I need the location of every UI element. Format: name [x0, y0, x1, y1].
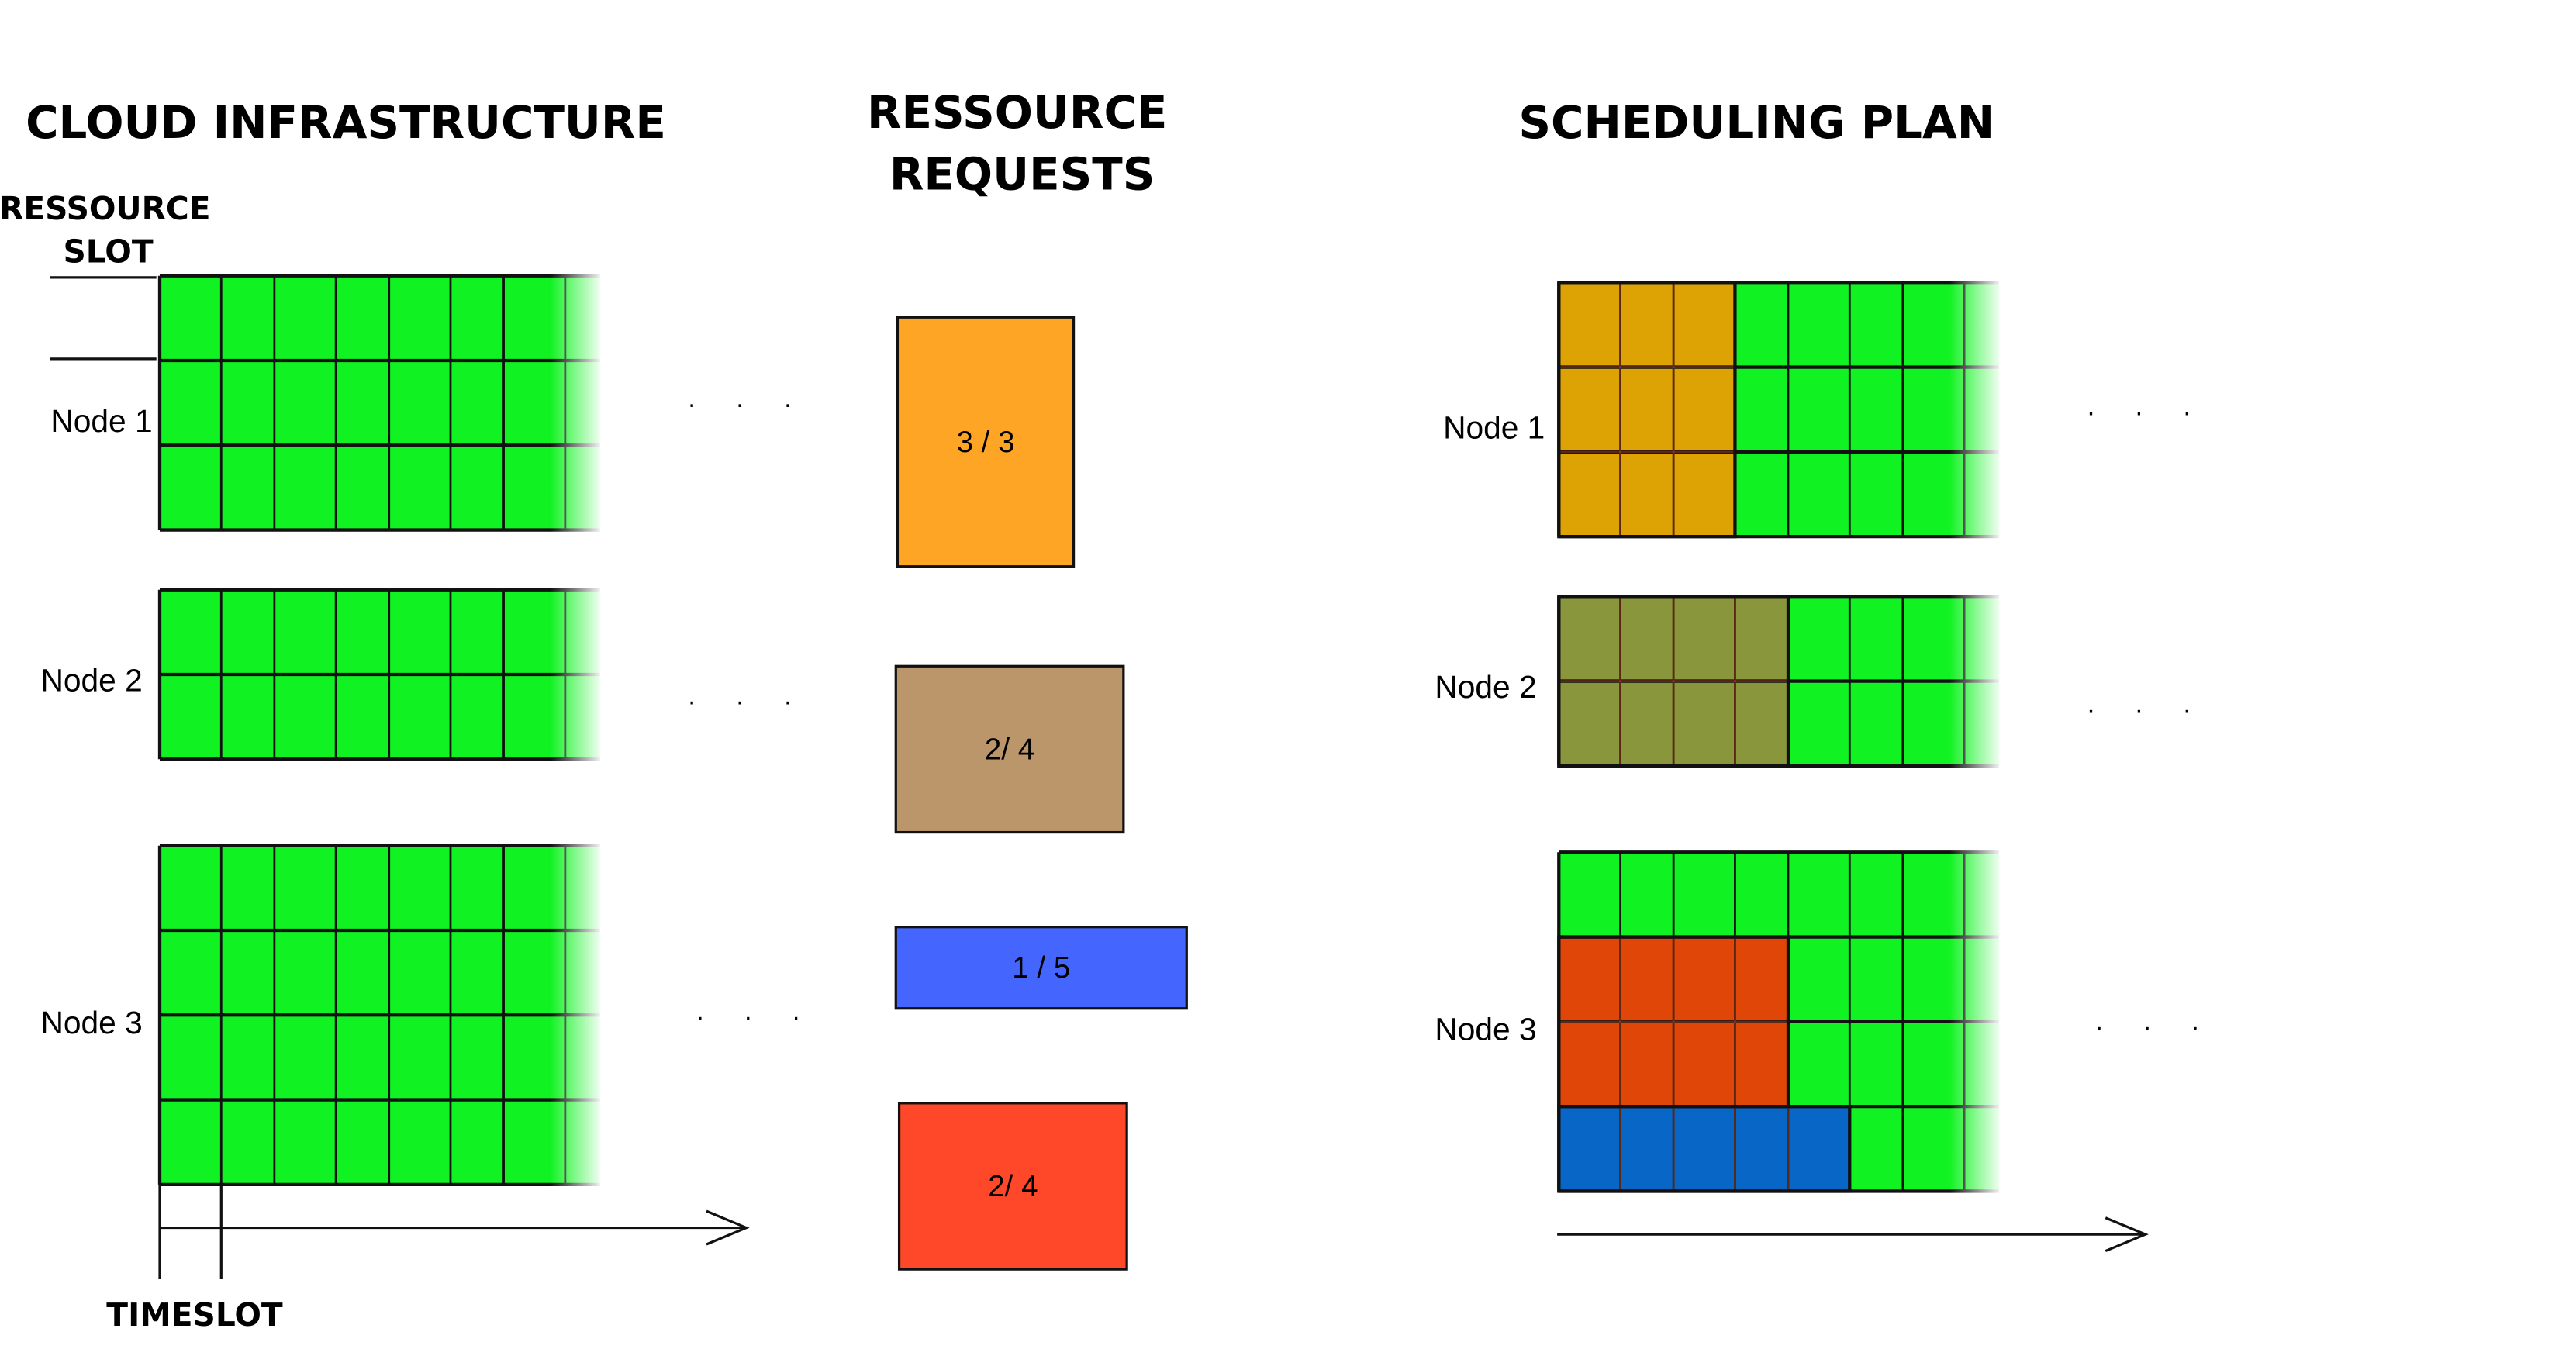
- sched-node-3-ellipsis: . . .: [2095, 1007, 2215, 1037]
- request-3-label: 1 / 5: [1012, 951, 1070, 985]
- scheduling-plan-title: SCHEDULING PLAN: [1518, 96, 1994, 149]
- sched-node-1-grid: [1557, 279, 2003, 540]
- request-3: 1 / 5: [894, 926, 1188, 1010]
- request-4-label: 2/ 4: [988, 1170, 1038, 1203]
- sched-node-1-grid-allocation-1: [1559, 282, 1735, 537]
- sched-node-3-label: Node 3: [1435, 1011, 1536, 1047]
- cloud-infrastructure-title: CLOUD INFRASTRUCTURE: [26, 96, 666, 149]
- request-2-label: 2/ 4: [985, 733, 1034, 766]
- infra-node-2-ellipsis: . . .: [688, 681, 808, 711]
- timeslot-label: TIMESLOT: [106, 1296, 283, 1333]
- infra-node-2-label: Node 2: [41, 662, 143, 698]
- infrastructure-grids: [157, 272, 604, 1189]
- infra-node-1-grid: [157, 272, 604, 533]
- sched-node-2-grid-fade: [1949, 593, 2003, 770]
- infra-node-1-grid-fade: [550, 272, 604, 533]
- sched-node-1-grid-fade: [1949, 279, 2003, 540]
- resource-requests: 3 / 3 2/ 4 1 / 5 2/ 4: [894, 316, 1188, 1271]
- sched-node-3-grid: [1557, 849, 2003, 1195]
- scheduling-grids: [1557, 279, 2003, 1195]
- infra-node-1-grid-background: [160, 275, 600, 530]
- sched-node-2-ellipsis: . . .: [2087, 689, 2208, 719]
- sched-node-1-label: Node 1: [1443, 410, 1545, 446]
- infra-node-1-ellipsis: . . .: [688, 384, 808, 413]
- infra-node-2-grid-fade: [550, 586, 604, 763]
- sched-node-3-grid-allocation-2: [1559, 1106, 1850, 1192]
- request-1-box: [896, 316, 1076, 568]
- request-3-box: [894, 926, 1188, 1010]
- infra-node-3-ellipsis: . . .: [696, 997, 817, 1026]
- sched-node-3-grid-fade: [1949, 849, 2003, 1195]
- infra-node-3-grid-fade: [550, 842, 604, 1189]
- sched-node-3-grid-allocation-outline: [1557, 1105, 1852, 1193]
- resource-slot-label-line2: SLOT: [63, 233, 153, 271]
- resource-requests-title-line2: REQUESTS: [889, 147, 1155, 200]
- request-2: 2/ 4: [894, 664, 1125, 834]
- request-4: 2/ 4: [897, 1102, 1128, 1271]
- resource-requests-title-line1: RESSOURCE: [867, 86, 1167, 139]
- request-2-box: [894, 664, 1125, 834]
- sched-node-1-ellipsis: . . .: [2087, 392, 2208, 422]
- request-1: 3 / 3: [896, 316, 1076, 568]
- resource-slot-label-line1: RESSOURCE: [0, 190, 211, 227]
- request-1-label: 3 / 3: [956, 426, 1014, 459]
- sched-time-axis-arrowhead: [2105, 1216, 2149, 1253]
- request-4-box: [897, 1102, 1128, 1271]
- sched-node-2-grid: [1557, 593, 2003, 770]
- infra-time-axis-arrowhead: [706, 1209, 750, 1246]
- sched-node-2-label: Node 2: [1435, 669, 1536, 705]
- infra-node-3-label: Node 3: [41, 1005, 143, 1040]
- infra-node-2-grid: [157, 586, 604, 763]
- sched-node-2-grid-allocation-outline: [1557, 595, 1790, 768]
- infra-node-1-label: Node 1: [50, 403, 152, 439]
- infra-node-3-grid: [157, 842, 604, 1189]
- sched-node-1-grid-allocation-outline: [1557, 281, 1737, 539]
